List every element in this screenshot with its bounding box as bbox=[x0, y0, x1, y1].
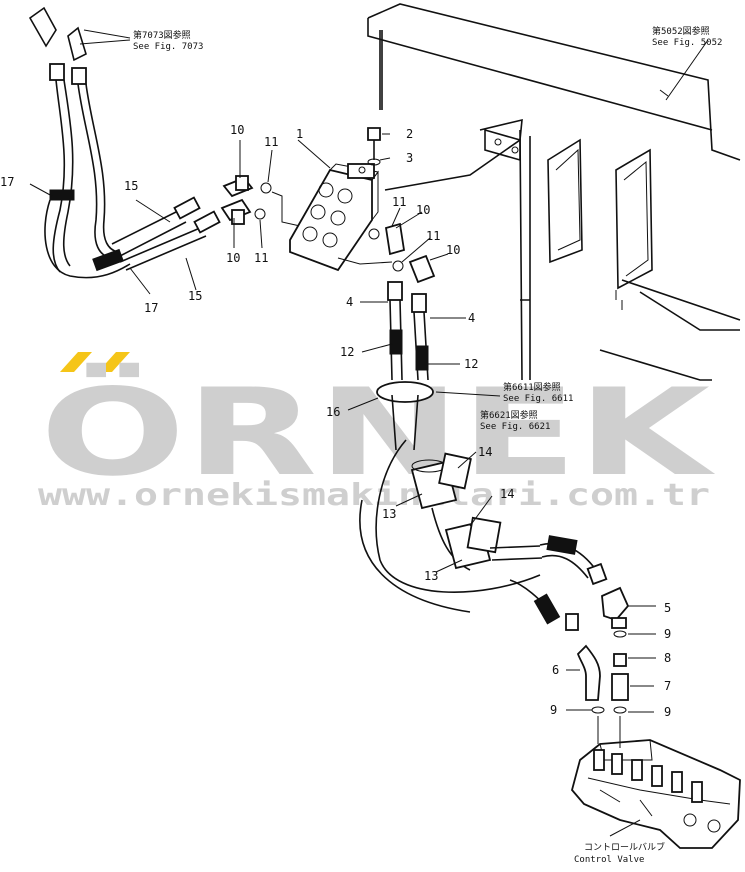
adapter-7 bbox=[611, 673, 629, 701]
valve-block-1 bbox=[289, 127, 381, 272]
part-10-label-d: 10 bbox=[446, 243, 460, 257]
watermark-accent-left bbox=[60, 352, 92, 372]
o-ring-11-right-upper bbox=[368, 228, 380, 240]
part-17-label-upper: 17 bbox=[0, 175, 14, 189]
elbow-nut-10-lower bbox=[231, 209, 245, 225]
plug-8 bbox=[613, 653, 627, 667]
hose-end-right bbox=[586, 562, 608, 586]
bolt-2-head bbox=[367, 127, 381, 141]
ref-7073-en: See Fig. 7073 bbox=[133, 42, 203, 52]
control-valve bbox=[571, 716, 741, 849]
part-5-label: 5 bbox=[664, 601, 671, 615]
elbow-6 bbox=[576, 644, 601, 701]
part-4-label-right: 4 bbox=[468, 311, 475, 325]
hose-sleeve-12-left bbox=[389, 329, 403, 355]
part-10-label-b: 10 bbox=[226, 251, 240, 265]
part-12-label-right: 12 bbox=[464, 357, 478, 371]
part-4-label-left: 4 bbox=[346, 295, 353, 309]
elbow-fitting-10-right-lower bbox=[408, 254, 436, 284]
part-9-label-b: 9 bbox=[550, 703, 557, 717]
part-17-label-lower: 17 bbox=[144, 301, 158, 315]
washer-3 bbox=[367, 158, 381, 166]
ref-7073-jp: 第7073図参照 bbox=[133, 29, 191, 41]
hose-assembly-upper-left bbox=[28, 6, 221, 279]
frame-structure bbox=[367, 3, 741, 381]
watermark-accent-right bbox=[98, 352, 130, 372]
ref-5052-jp: 第5052図参照 bbox=[652, 25, 710, 37]
part-11-label-d: 11 bbox=[426, 229, 440, 243]
hose-4-right-end bbox=[411, 293, 427, 313]
o-ring-9-upper-right bbox=[613, 630, 627, 638]
hose-clamp-17-lower bbox=[92, 248, 124, 272]
control-valve-fittings bbox=[576, 586, 630, 714]
part-9-label-c: 9 bbox=[664, 705, 671, 719]
ref-6621-en: See Fig. 6621 bbox=[480, 422, 550, 432]
elbow-fittings-right bbox=[337, 222, 436, 284]
part-7-label: 7 bbox=[664, 679, 671, 693]
o-ring-9-lower-right bbox=[613, 706, 627, 714]
o-ring-11-upper bbox=[260, 182, 272, 194]
part-1-label: 1 bbox=[296, 127, 303, 141]
hose-4-left-end bbox=[387, 281, 403, 301]
elbow-5 bbox=[601, 586, 630, 622]
hose-fitting-top-1 bbox=[49, 63, 65, 81]
watermark-brand: ÖRNEK bbox=[40, 363, 716, 503]
ref-6611-jp: 第6611図参照 bbox=[503, 381, 561, 393]
elbow-fitting-10-right-upper bbox=[384, 222, 406, 256]
ref-5052-en: See Fig. 5052 bbox=[652, 38, 722, 48]
reference-labels: 第7073図参照 See Fig. 7073 第5052図参照 See Fig.… bbox=[133, 25, 722, 865]
hose-clamp-17-upper bbox=[49, 189, 75, 201]
vertical-hoses bbox=[376, 281, 434, 451]
hose-sleeve-12-right bbox=[415, 345, 429, 371]
elbow-nut-10-upper bbox=[235, 175, 249, 191]
part-13-label-lower: 13 bbox=[424, 569, 438, 583]
watermark-url: www.ornekismakinalari.com.tr bbox=[38, 478, 710, 513]
part-10-label-a: 10 bbox=[230, 123, 244, 137]
hose-protector bbox=[546, 535, 578, 555]
grommet-16 bbox=[376, 381, 434, 403]
part-9-label-a: 9 bbox=[664, 627, 671, 641]
part-14-label-lower: 14 bbox=[500, 487, 514, 501]
leader-lines bbox=[29, 29, 709, 837]
control-valve-label-en: Control Valve bbox=[574, 855, 644, 865]
part-13-label-upper: 13 bbox=[382, 507, 396, 521]
part-11-label-c: 11 bbox=[392, 195, 406, 209]
part-16-label: 16 bbox=[326, 405, 340, 419]
hose-clamp-14-lower bbox=[466, 516, 502, 554]
part-6-label: 6 bbox=[552, 663, 559, 677]
hose-clamp-14-upper bbox=[438, 452, 472, 490]
part-15-label-lower: 15 bbox=[188, 289, 202, 303]
part-3-label: 3 bbox=[406, 151, 413, 165]
covered-hoses bbox=[359, 439, 608, 631]
control-valve-label-jp: コントロールバルブ bbox=[584, 841, 665, 853]
part-10-label-c: 10 bbox=[416, 203, 430, 217]
part-12-label-left: 12 bbox=[340, 345, 354, 359]
part-11-label-b: 11 bbox=[254, 251, 268, 265]
hose-end-15-upper bbox=[173, 196, 201, 220]
ref-6611-en: See Fig. 6611 bbox=[503, 394, 573, 404]
part-15-label-upper: 15 bbox=[124, 179, 138, 193]
o-ring-11-right-lower bbox=[392, 260, 404, 272]
hose-fitting-top-2 bbox=[71, 67, 87, 85]
part-11-label-a: 11 bbox=[264, 135, 278, 149]
o-ring-9-lower-left bbox=[591, 706, 605, 714]
ref-6621-jp: 第6621図参照 bbox=[480, 409, 538, 421]
hose-sleeve-lower bbox=[533, 593, 561, 625]
o-ring-11-lower bbox=[254, 208, 266, 220]
part-number-labels: 1 2 3 4 4 5 6 7 8 9 9 9 10 10 10 10 11 1… bbox=[0, 123, 671, 719]
watermark: ÖRNEK www.ornekismakinalari.com.tr bbox=[38, 352, 716, 513]
elbow-fittings-left bbox=[220, 175, 301, 227]
hose-end-lower bbox=[565, 613, 579, 631]
part-2-label: 2 bbox=[406, 127, 413, 141]
hose-end-15-lower bbox=[193, 210, 221, 234]
part-8-label: 8 bbox=[664, 651, 671, 665]
part-14-label-upper: 14 bbox=[478, 445, 492, 459]
elbow-5-nut bbox=[611, 617, 627, 629]
mounting-bracket bbox=[347, 163, 375, 179]
